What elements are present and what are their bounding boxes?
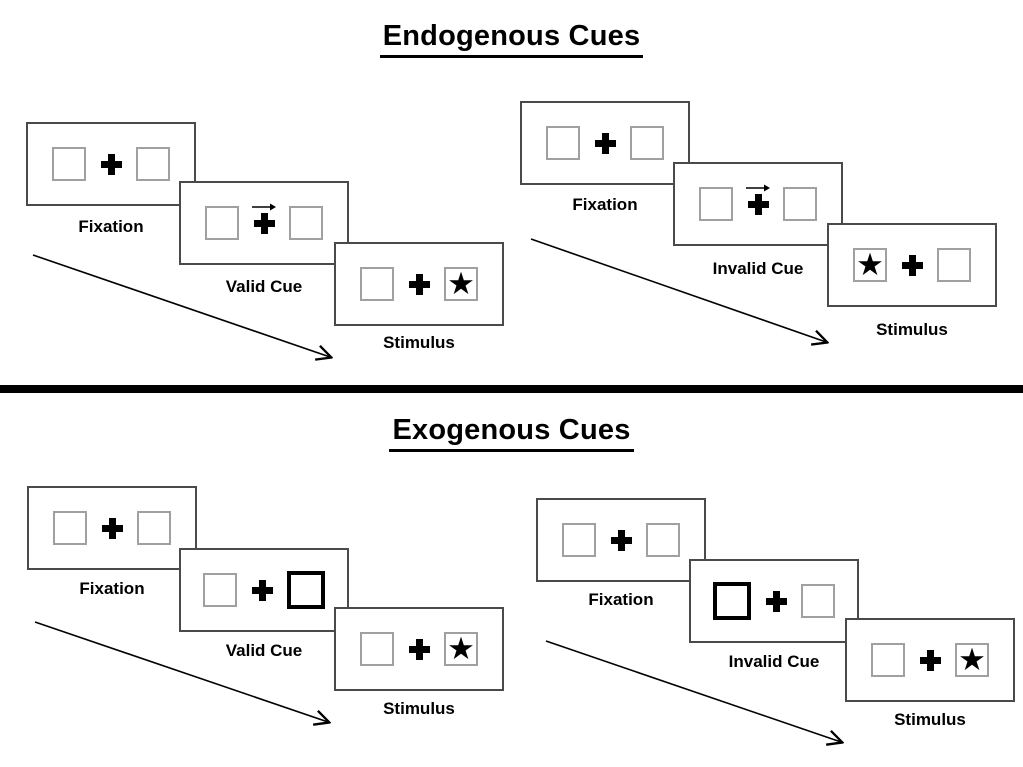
stimulus-panel: ★ [827, 223, 997, 307]
left-placeholder-box [205, 206, 239, 240]
fixation-cross-icon [594, 132, 616, 154]
right-placeholder-box [136, 147, 170, 181]
fixation-panel [26, 122, 196, 206]
section-title-text: Exogenous Cues [389, 414, 634, 452]
center-column [899, 225, 925, 305]
fixation-cross-icon [253, 212, 275, 234]
right-placeholder-box [137, 511, 171, 545]
cue-arrow-icon [746, 184, 770, 192]
stimulus-panel: ★ [334, 242, 504, 326]
center-column [745, 164, 771, 244]
panel-label-invalid-cue: Invalid Cue [712, 259, 804, 278]
center-column [608, 500, 634, 580]
center-column [98, 124, 124, 204]
right-placeholder-box [289, 206, 323, 240]
fixation-cross-icon [610, 529, 632, 551]
panel-label-fixation: Fixation [572, 195, 638, 214]
left-placeholder-box [360, 632, 394, 666]
section-divider [0, 385, 1023, 393]
star-icon: ★ [447, 266, 475, 302]
section-title-text: Endogenous Cues [379, 20, 644, 58]
timeline-arrow [530, 238, 826, 342]
star-stimulus-box: ★ [444, 632, 478, 666]
left-placeholder-box [699, 187, 733, 221]
right-placeholder-box [801, 584, 835, 618]
invalid-cue-panel [673, 162, 843, 246]
star-icon: ★ [447, 631, 475, 667]
center-column [249, 550, 275, 630]
star-icon: ★ [958, 642, 986, 678]
center-column [99, 488, 125, 568]
left-placeholder-box [871, 643, 905, 677]
right-placeholder-box [783, 187, 817, 221]
left-placeholder-box [203, 573, 237, 607]
left-placeholder-box [52, 147, 86, 181]
timeline-arrow [32, 254, 330, 357]
highlighted-cue-box [287, 571, 325, 609]
valid-cue-panel [179, 181, 349, 265]
center-column [251, 183, 277, 263]
section-title-endogenous: Endogenous Cues [0, 20, 1023, 58]
center-column [917, 620, 943, 700]
panel-label-stimulus: Stimulus [383, 333, 455, 352]
fixation-cross-icon [251, 579, 273, 601]
panel-label-stimulus: Stimulus [876, 320, 948, 339]
timeline-arrow [34, 621, 328, 722]
fixation-cross-icon [408, 638, 430, 660]
stimulus-panel: ★ [845, 618, 1015, 702]
section-title-exogenous: Exogenous Cues [0, 414, 1023, 452]
stimulus-panel: ★ [334, 607, 504, 691]
fixation-cross-icon [765, 590, 787, 612]
panel-label-invalid-cue: Invalid Cue [728, 652, 820, 671]
fixation-cross-icon [101, 517, 123, 539]
left-placeholder-box [546, 126, 580, 160]
left-placeholder-box [562, 523, 596, 557]
fixation-cross-icon [408, 273, 430, 295]
fixation-cross-icon [919, 649, 941, 671]
right-placeholder-box [937, 248, 971, 282]
fixation-panel [520, 101, 690, 185]
center-column [592, 103, 618, 183]
center-column [406, 244, 432, 324]
panel-label-fixation: Fixation [79, 579, 145, 598]
valid-cue-panel [179, 548, 349, 632]
left-placeholder-box [360, 267, 394, 301]
panel-label-fixation: Fixation [588, 590, 654, 609]
invalid-cue-panel [689, 559, 859, 643]
star-stimulus-box: ★ [853, 248, 887, 282]
right-placeholder-box [646, 523, 680, 557]
panel-label-valid-cue: Valid Cue [225, 641, 303, 660]
right-placeholder-box [630, 126, 664, 160]
star-stimulus-box: ★ [444, 267, 478, 301]
center-column [763, 561, 789, 641]
fixation-cross-icon [901, 254, 923, 276]
panel-label-stimulus: Stimulus [383, 699, 455, 718]
star-icon: ★ [856, 247, 884, 283]
left-placeholder-box [53, 511, 87, 545]
panel-label-valid-cue: Valid Cue [225, 277, 303, 296]
cue-arrow-icon [252, 203, 276, 211]
fixation-panel [536, 498, 706, 582]
panel-label-stimulus: Stimulus [894, 710, 966, 729]
panel-label-fixation: Fixation [78, 217, 144, 236]
fixation-cross-icon [747, 193, 769, 215]
fixation-panel [27, 486, 197, 570]
highlighted-cue-box [713, 582, 751, 620]
star-stimulus-box: ★ [955, 643, 989, 677]
center-column [406, 609, 432, 689]
fixation-cross-icon [100, 153, 122, 175]
